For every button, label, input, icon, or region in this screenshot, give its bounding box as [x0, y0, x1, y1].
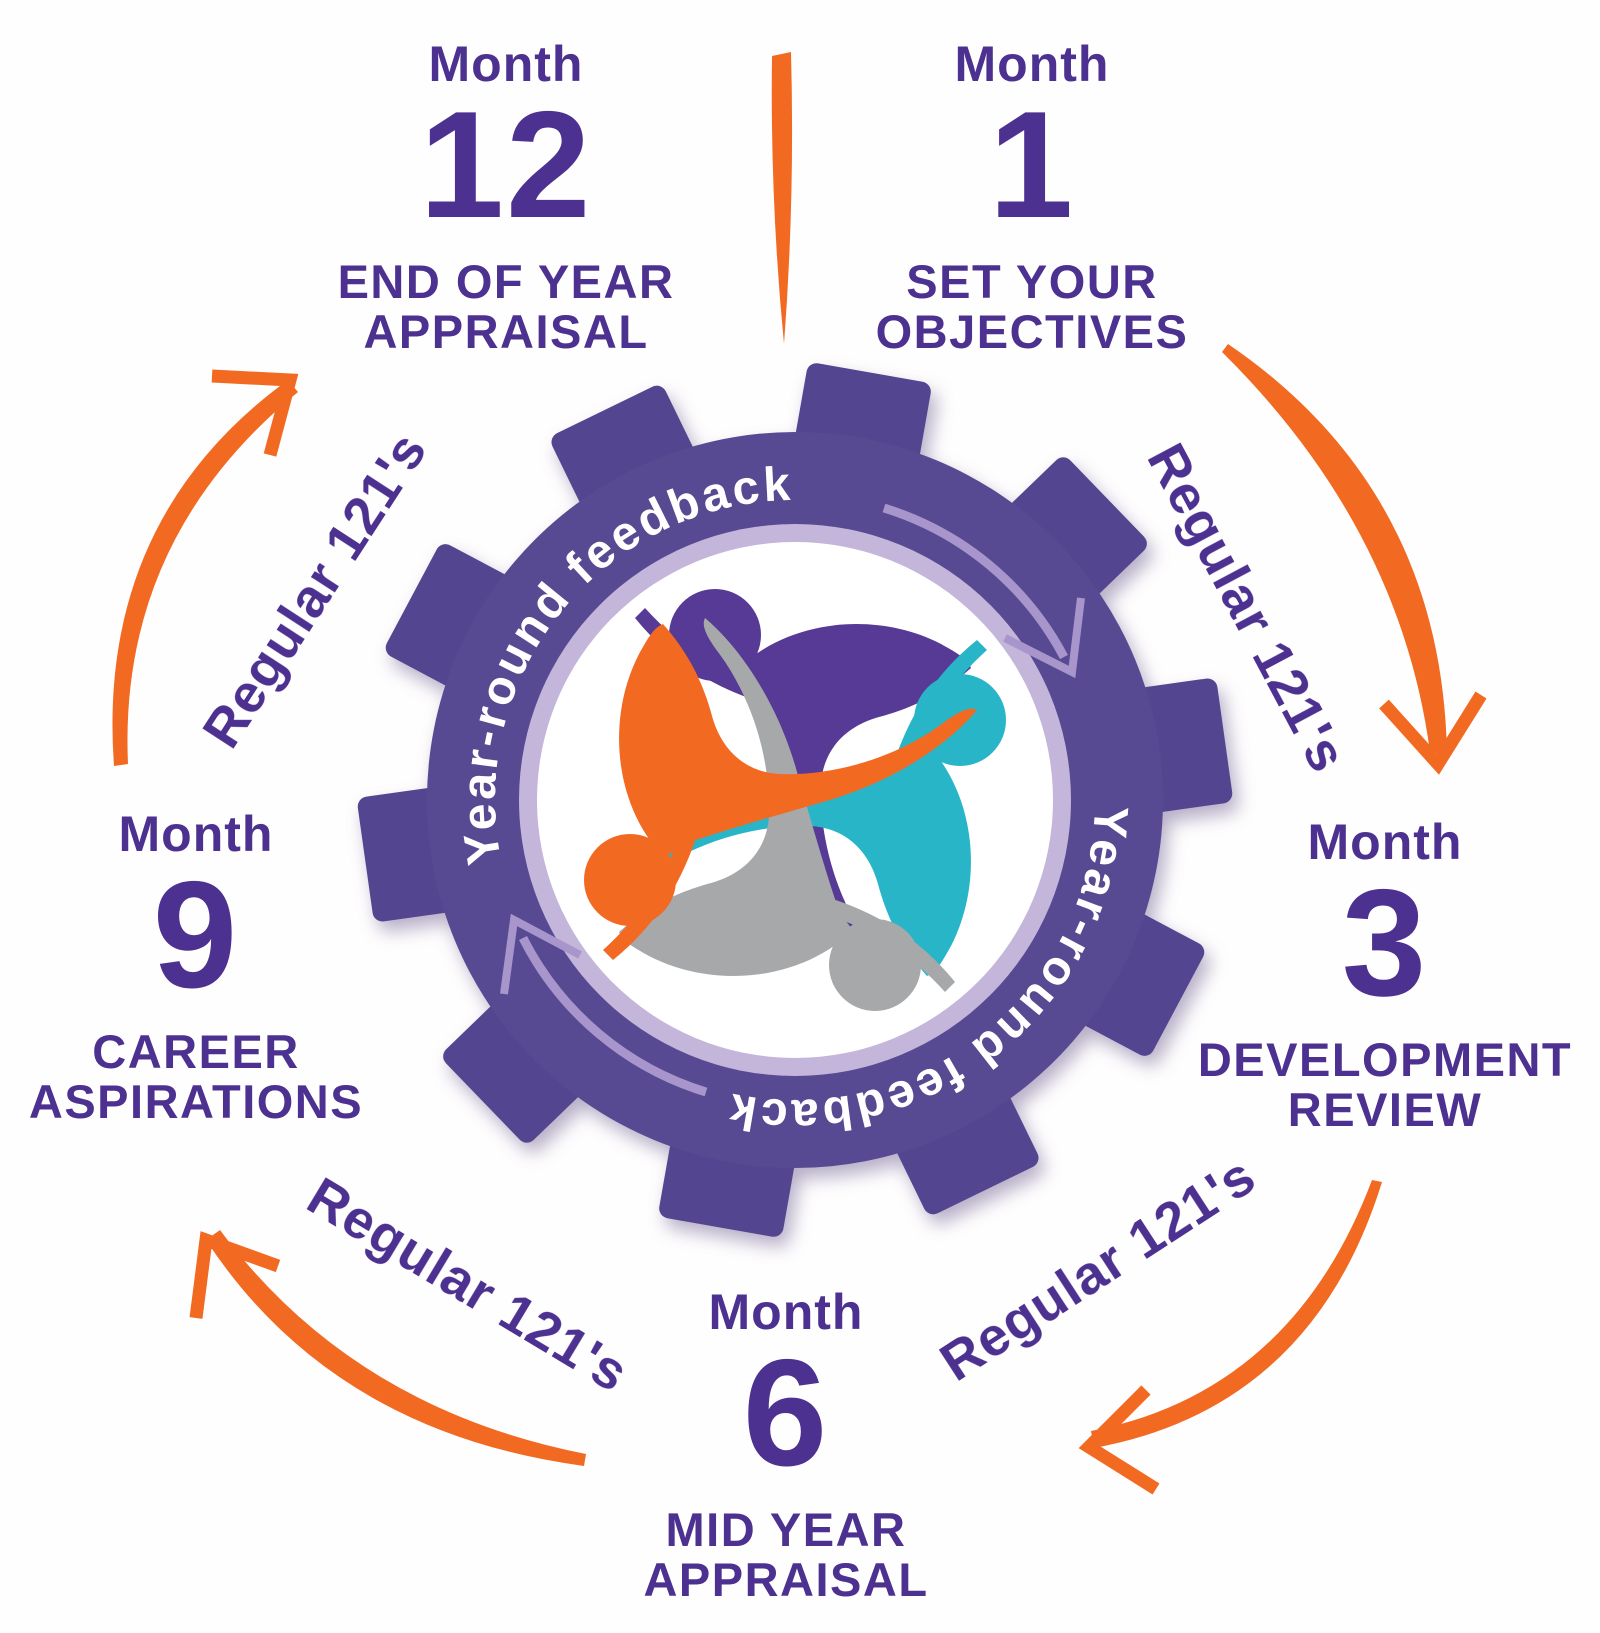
gear-tooth	[443, 1001, 583, 1143]
month-number: 9	[152, 849, 240, 1020]
gear-tooth	[1077, 912, 1205, 1056]
station-caption: CAREER ASPIRATIONS	[0, 1027, 431, 1127]
caption-line-2: REVIEW	[1287, 1083, 1483, 1137]
station-caption: MID YEAR APPRAISAL	[551, 1505, 1021, 1605]
divider-tick	[771, 52, 793, 344]
station-month-3: Month 3 DEVELOPMENT REVIEW	[1165, 814, 1600, 1135]
month-label: Month	[708, 1284, 864, 1340]
caption-line-1: MID YEAR	[665, 1503, 907, 1557]
month-number: 1	[988, 79, 1076, 250]
inner-arrow-head	[500, 913, 582, 995]
gear-tooth	[551, 385, 695, 510]
station-month-1: Month 1 SET YOUR OBJECTIVES	[797, 36, 1267, 357]
station-month-6: Month 6 MID YEAR APPRAISAL	[551, 1284, 1021, 1605]
month-label: Month	[954, 36, 1110, 92]
flow-arrow-head	[1078, 1385, 1160, 1495]
caption-line-1: END OF YEAR	[337, 255, 675, 309]
caption-line-2: APPRAISAL	[643, 1553, 929, 1607]
station-month-12: Month 12 END OF YEAR APPRAISAL	[271, 36, 741, 357]
station-caption: SET YOUR OBJECTIVES	[797, 257, 1267, 357]
flow-arrow-bottom-right	[1078, 1180, 1382, 1495]
month-number: 12	[419, 79, 593, 250]
inner-arrow-shaft	[518, 935, 708, 1097]
month-number: 6	[742, 1327, 830, 1498]
station-caption: DEVELOPMENT REVIEW	[1165, 1035, 1600, 1135]
inner-arrow-shaft	[882, 503, 1068, 660]
inner-arrow-head	[1003, 597, 1085, 679]
station-caption: END OF YEAR APPRAISAL	[271, 257, 741, 357]
gear-tooth	[385, 544, 513, 688]
flow-arrow-bottom-left	[189, 1230, 586, 1466]
caption-line-2: APPRAISAL	[363, 305, 649, 359]
month-label: Month	[428, 36, 584, 92]
caption-line-2: OBJECTIVES	[875, 305, 1189, 359]
flow-arrow-top-left	[112, 369, 299, 766]
flow-arrow-head	[211, 369, 299, 457]
flow-arrow-head	[189, 1231, 281, 1319]
inner-cycle-arrow-bottom-left	[500, 913, 708, 1097]
flow-arrow-head	[1379, 691, 1487, 775]
caption-line-1: SET YOUR	[906, 255, 1158, 309]
station-month-9: Month 9 CAREER ASPIRATIONS	[0, 806, 431, 1127]
flow-arrow-shaft	[1222, 344, 1447, 754]
month-label: Month	[1307, 814, 1463, 870]
gear-tooth	[895, 1090, 1039, 1215]
gear-tooth	[1007, 457, 1147, 599]
flow-arrow-top-right	[1222, 344, 1487, 775]
caption-line-1: DEVELOPMENT	[1197, 1033, 1573, 1087]
people-pinwheel-logo	[584, 589, 1006, 1011]
caption-line-1: CAREER	[92, 1025, 300, 1079]
caption-line-2: ASPIRATIONS	[28, 1075, 364, 1129]
inner-cycle-arrow-top-right	[882, 503, 1085, 679]
month-label: Month	[118, 806, 274, 862]
flow-arrow-shaft	[112, 380, 298, 766]
month-number: 3	[1341, 857, 1429, 1028]
